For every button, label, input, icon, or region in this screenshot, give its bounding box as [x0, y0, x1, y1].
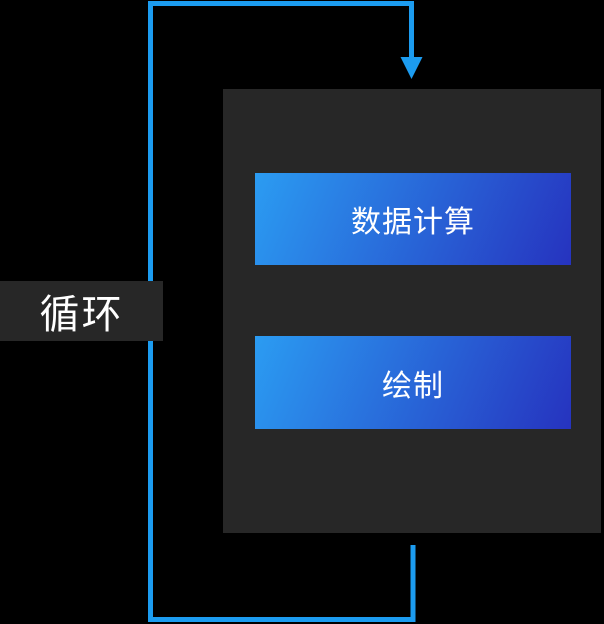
arrow-down-icon — [400, 57, 423, 79]
node-render: 绘制 — [255, 336, 571, 429]
loop-label-box: 循环 — [0, 281, 163, 341]
node-data-computation-label: 数据计算 — [351, 205, 475, 240]
node-data-computation: 数据计算 — [255, 173, 571, 265]
loop-body-panel — [223, 89, 601, 533]
loop-label-text: 循环 — [39, 292, 124, 338]
node-render-label: 绘制 — [382, 368, 444, 404]
